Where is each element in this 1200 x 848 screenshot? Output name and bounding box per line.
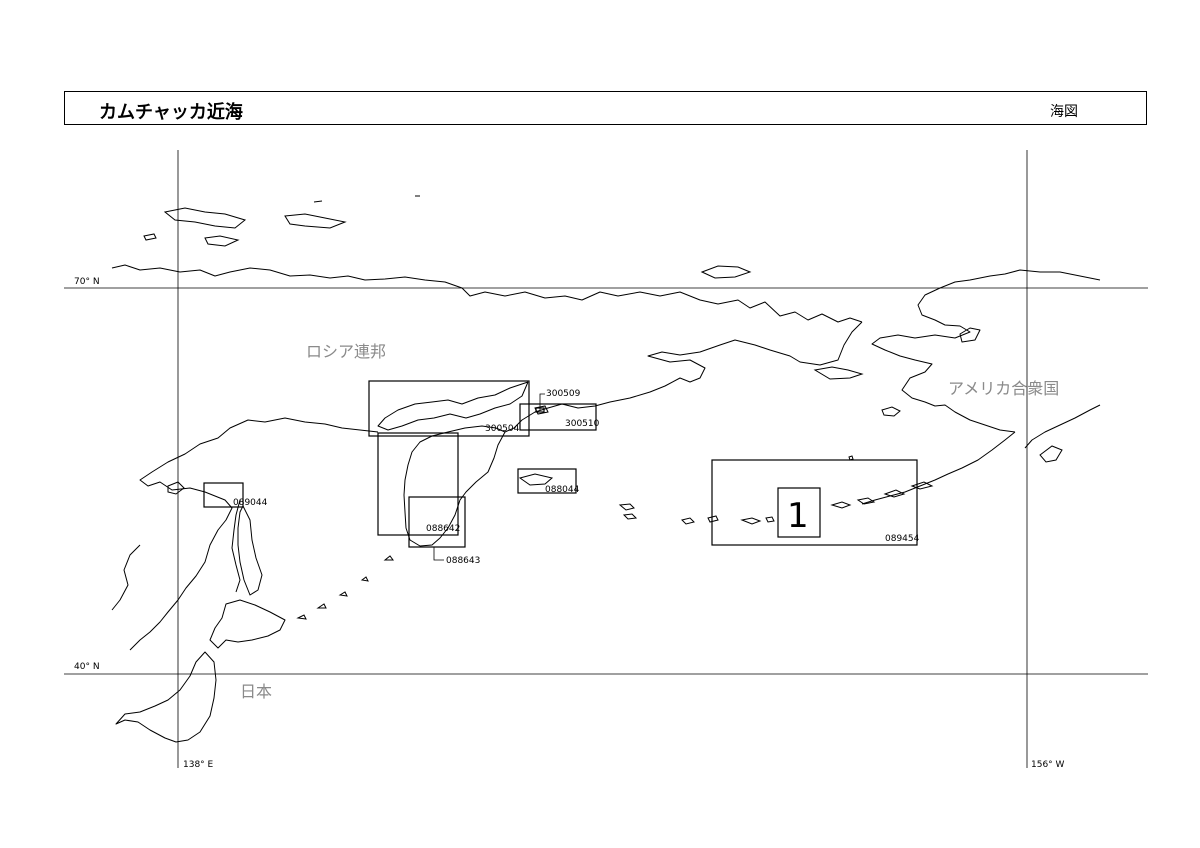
chart-box-089044[interactable] bbox=[203, 482, 244, 508]
gulf-of-alaska-coast bbox=[1024, 404, 1101, 449]
new-siberian-islands bbox=[163, 207, 247, 229]
map-title: カムチャッカ近海 bbox=[99, 102, 243, 123]
shantar-islands bbox=[167, 481, 185, 495]
siberia-arctic-coast bbox=[111, 264, 863, 323]
chart-box-300510[interactable] bbox=[519, 403, 597, 431]
leader-300509 bbox=[539, 393, 545, 410]
arctic-islet-2 bbox=[313, 200, 323, 203]
chart-label-300509: 300509 bbox=[546, 389, 581, 399]
primorye-coast bbox=[231, 499, 241, 593]
label-lat-70n: 70° N bbox=[74, 277, 100, 287]
nunivak-island bbox=[881, 406, 901, 417]
chukotka-bering-coast bbox=[504, 321, 863, 433]
country-label-usa: アメリカ合衆国 bbox=[948, 379, 1059, 398]
index-number: 1 bbox=[787, 496, 809, 536]
chart-box-088642[interactable] bbox=[408, 496, 466, 548]
arctic-islet-3 bbox=[143, 233, 157, 241]
chart-label-088044: 088044 bbox=[545, 485, 580, 495]
chart-box-300504[interactable] bbox=[368, 380, 530, 437]
hokkaido-island bbox=[209, 599, 286, 649]
chart-label-088643: 088643 bbox=[446, 556, 480, 566]
label-lat-40n: 40° N bbox=[74, 662, 100, 672]
mainland-asia-coast bbox=[111, 544, 141, 611]
sakhalin-island bbox=[237, 505, 263, 596]
leader-088643 bbox=[433, 547, 444, 561]
bolshoy-lyakhovsky bbox=[204, 235, 240, 247]
label-lon-138e: 138° E bbox=[183, 760, 214, 770]
okhotsk-west-coast bbox=[129, 417, 379, 651]
aleutian-andreanof-islands bbox=[830, 497, 876, 509]
islands bbox=[143, 195, 1063, 620]
kotelny-island bbox=[284, 213, 347, 229]
small-island-1 bbox=[618, 503, 635, 511]
chart-label-300510: 300510 bbox=[565, 419, 600, 429]
graticule bbox=[64, 150, 1148, 768]
chart-label-088642: 088642 bbox=[426, 524, 460, 534]
aleutian-near-islands bbox=[681, 515, 719, 525]
small-island-2 bbox=[622, 513, 638, 520]
chart-box-089454[interactable] bbox=[711, 459, 918, 546]
chart-label-089044: 089044 bbox=[233, 498, 268, 508]
wrangel-island bbox=[700, 265, 752, 279]
country-label-russia: ロシア連邦 bbox=[306, 342, 386, 361]
commander-islands bbox=[518, 473, 554, 486]
honshu-island bbox=[115, 651, 217, 743]
okhotsk-north-coast bbox=[377, 381, 529, 431]
alaska-coast bbox=[871, 269, 1101, 433]
kuril-chain bbox=[296, 555, 394, 620]
chart-box-west-kamchatka[interactable] bbox=[377, 432, 459, 536]
aleutian-rat-islands bbox=[740, 516, 775, 525]
country-label-japan: 日本 bbox=[240, 682, 272, 701]
chart-label-089454: 089454 bbox=[885, 534, 920, 544]
coastlines bbox=[111, 264, 1101, 743]
alaska-peninsula bbox=[861, 431, 1016, 505]
st-matthew-island bbox=[848, 455, 854, 461]
kodiak-island bbox=[1039, 445, 1063, 463]
seward-peninsula bbox=[959, 327, 981, 343]
chart-coverage-boxes bbox=[203, 380, 918, 548]
chart-label-300504: 300504 bbox=[485, 424, 520, 434]
map-type-label: 海図 bbox=[1050, 104, 1078, 120]
map-title-bar: カムチャッカ近海 海図 bbox=[64, 91, 1147, 125]
index-number-frame bbox=[777, 487, 821, 538]
chart-box-088044[interactable] bbox=[517, 468, 577, 494]
st-lawrence-island bbox=[813, 366, 864, 380]
label-lon-156w: 156° W bbox=[1031, 760, 1065, 770]
